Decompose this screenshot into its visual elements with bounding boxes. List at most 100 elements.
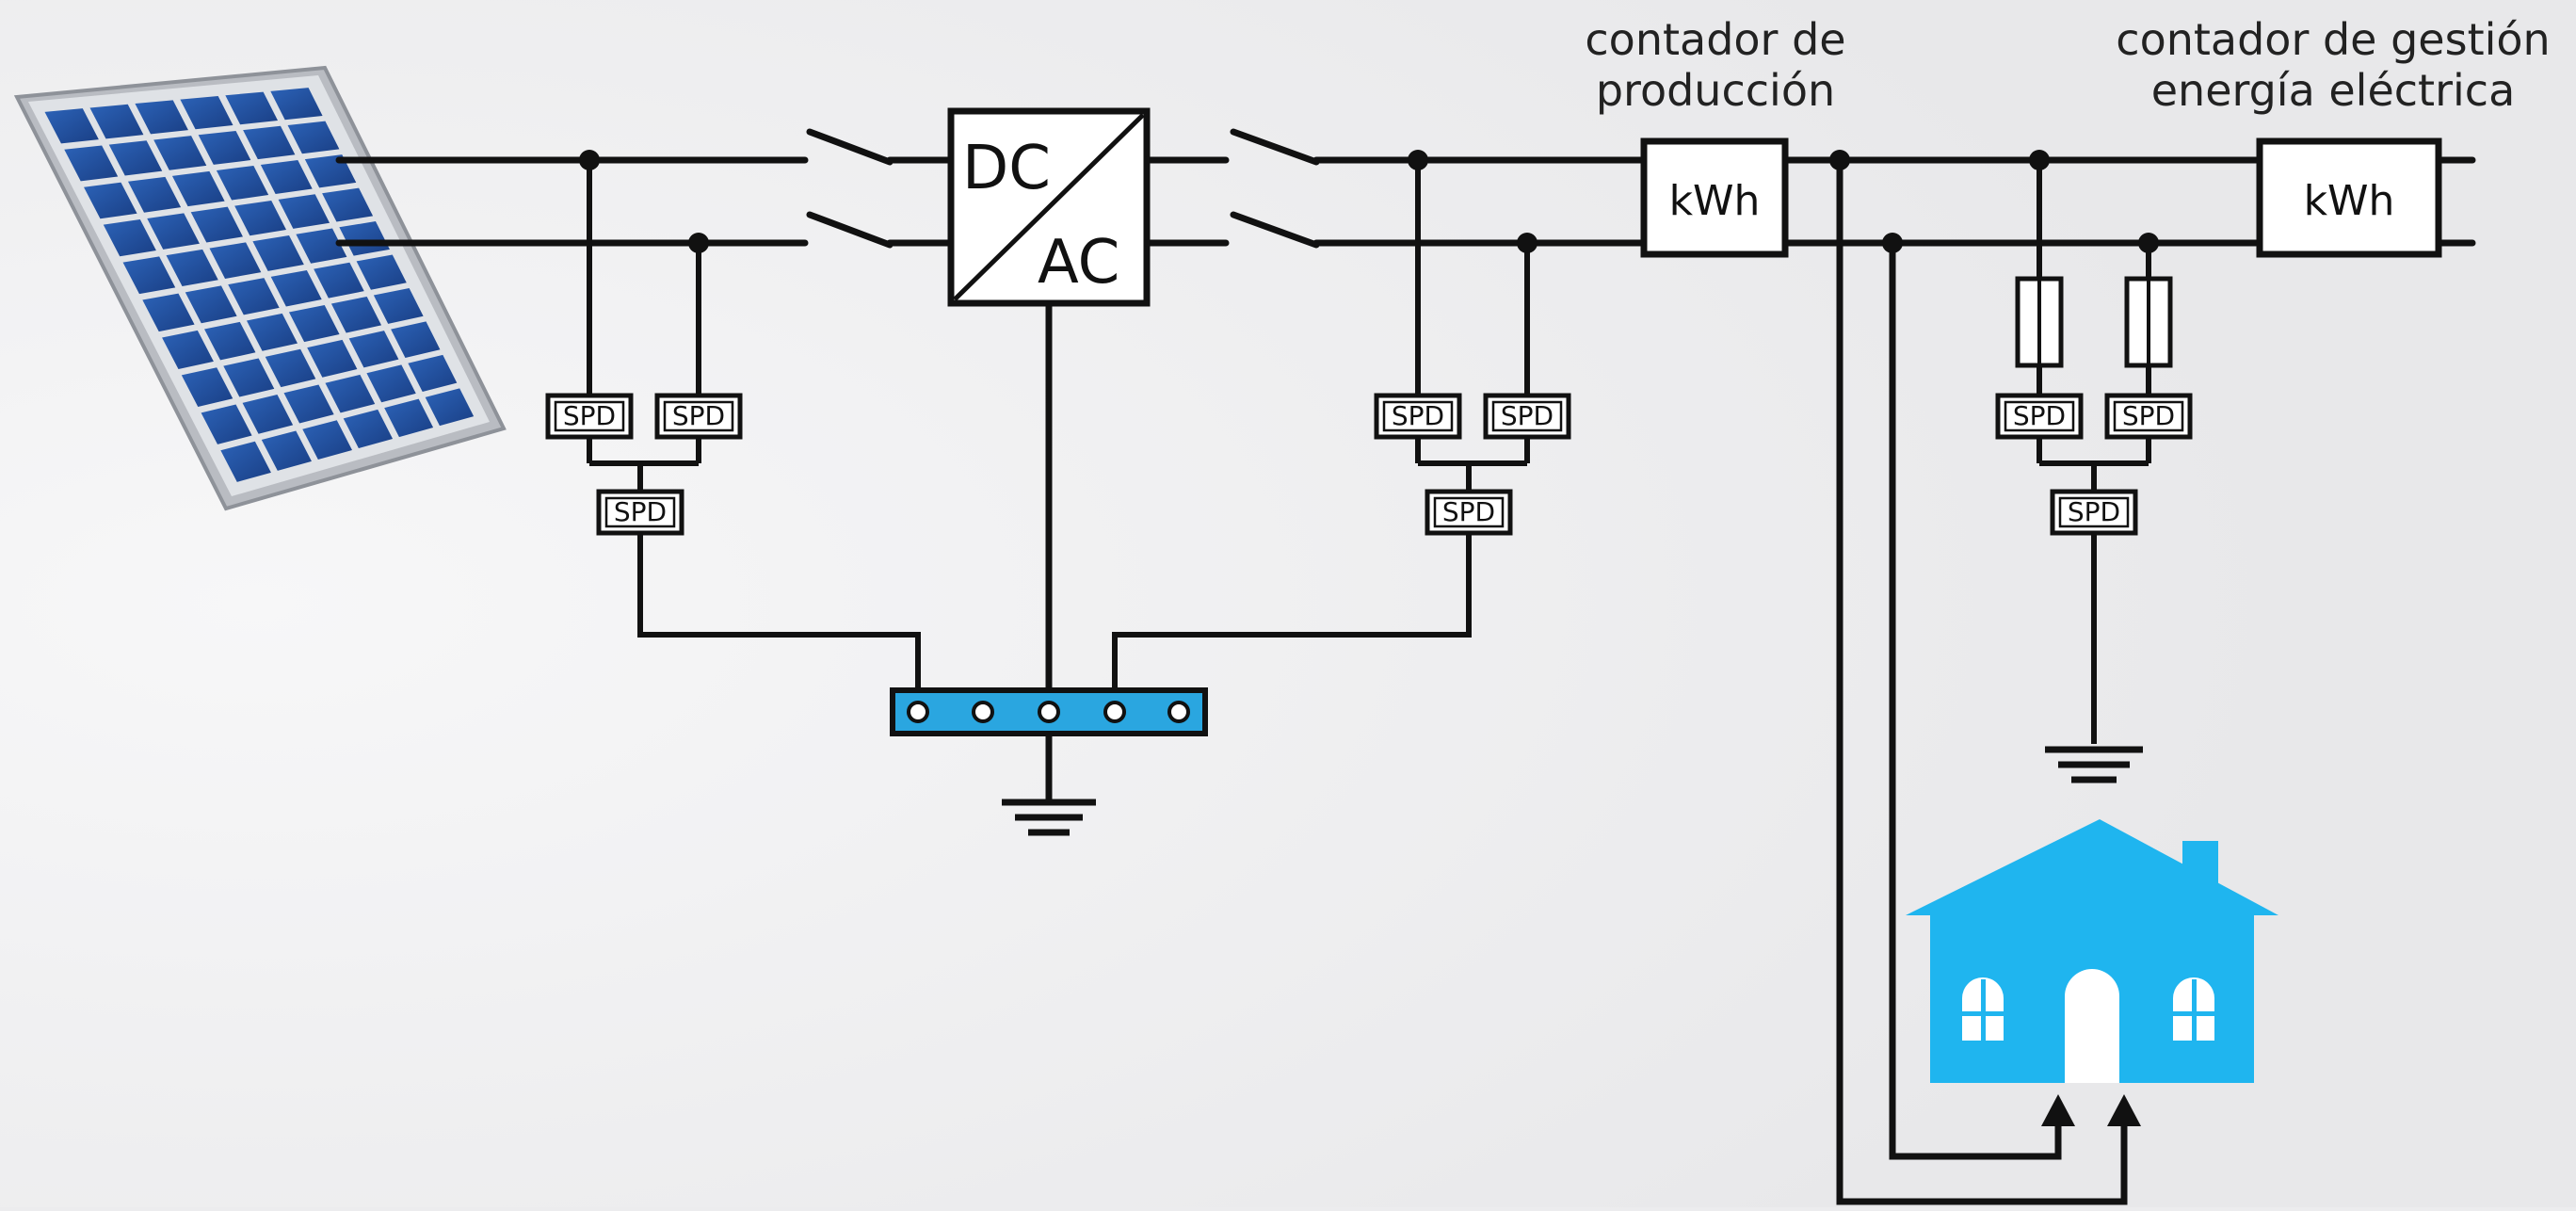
management-meter-kwh: kWh: [2304, 177, 2395, 225]
spd-label: SPD: [1442, 496, 1495, 527]
spd-label: SPD: [1392, 400, 1444, 431]
solar-cell: [270, 88, 323, 121]
fuse-icon: [2015, 276, 2064, 368]
solar-cell: [356, 254, 407, 290]
ground-symbol-icon: [2045, 746, 2143, 783]
solar-cell: [339, 221, 390, 256]
solar-cell: [265, 348, 316, 388]
ac-wiring: [1143, 128, 2476, 249]
dc-junction-node: [579, 150, 600, 170]
solar-cell: [142, 293, 195, 332]
solar-cell: [243, 125, 296, 160]
spd-box: SPD: [654, 393, 743, 440]
ground-symbol-icon: [1002, 799, 1096, 836]
spd-label: SPD: [2013, 400, 2066, 431]
house-icon: [1906, 819, 2278, 1083]
solar-panel-icon: [13, 65, 507, 511]
dc-wiring: [335, 128, 955, 249]
solar-cell: [171, 170, 225, 207]
arrow-up-icon: [2041, 1094, 2141, 1126]
spd-box: SPD: [1483, 393, 1571, 440]
spd-label: SPD: [2068, 496, 2120, 527]
solar-cell: [314, 262, 364, 299]
inverter-ac-label: AC: [1038, 228, 1119, 298]
spd-box: SPD: [1374, 393, 1462, 440]
solar-cell: [216, 165, 269, 201]
solar-cell: [343, 409, 394, 449]
solar-cell: [302, 420, 353, 460]
ground-bar: [890, 687, 1208, 736]
production-meter: kWh: [1640, 137, 1789, 258]
spd-label: SPD: [563, 400, 616, 431]
solar-cell: [234, 200, 287, 236]
dc-junction-node: [688, 233, 709, 253]
fuse-icon: [2124, 276, 2173, 368]
solar-cell: [260, 160, 313, 194]
management-meter-label-line1: contador de gestión: [2116, 14, 2550, 65]
spd-label: SPD: [1501, 400, 1554, 431]
solar-cell: [181, 367, 233, 407]
house-feed-wiring: [1836, 160, 2128, 1205]
solar-cell: [330, 296, 382, 333]
solar-cell: [190, 206, 243, 243]
solar-cell: [223, 358, 275, 397]
production-meter-kwh: kWh: [1669, 177, 1761, 225]
production-meter-label-line1: contador de: [1585, 14, 1845, 65]
solar-cell: [198, 130, 251, 165]
solar-cell: [242, 394, 294, 434]
solar-cell: [228, 278, 280, 315]
inverter-dc-label: DC: [962, 134, 1051, 203]
spd-box: SPD: [596, 489, 684, 536]
spd-label: SPD: [614, 496, 667, 527]
solar-cell: [270, 269, 322, 307]
solar-cell: [153, 136, 207, 170]
solar-cell: [225, 91, 279, 125]
solar-cell: [373, 287, 424, 324]
solar-cell: [348, 331, 399, 368]
spd-box: SPD: [1425, 489, 1513, 536]
solar-cell: [84, 182, 137, 219]
management-meter-label-line2: energía eléctrica: [2151, 65, 2516, 116]
solar-cell: [307, 339, 358, 378]
solar-cell: [252, 234, 304, 271]
solar-cell: [180, 95, 233, 130]
solar-cell: [204, 321, 256, 361]
solar-cell: [391, 321, 441, 358]
spd-box: SPD: [545, 393, 634, 440]
spd-label: SPD: [2122, 400, 2175, 431]
solar-cell: [64, 145, 119, 182]
production-meter-label-line2: producción: [1596, 65, 1835, 116]
solar-cell: [209, 242, 262, 279]
solar-cell: [108, 140, 163, 176]
solar-cell: [366, 364, 416, 403]
solar-cell: [384, 398, 434, 438]
solar-cell: [296, 228, 347, 264]
solar-cell: [283, 384, 334, 424]
solar-cell: [147, 213, 200, 250]
spd-box: SPD: [2050, 489, 2138, 536]
ac-junction-node: [1517, 233, 1538, 253]
solar-cell: [185, 285, 237, 324]
solar-cell: [201, 404, 252, 444]
solar-cell: [127, 176, 182, 213]
solar-cell: [135, 100, 188, 135]
inverter: DC AC: [947, 107, 1151, 307]
solar-cell: [425, 388, 475, 427]
solar-cell: [103, 219, 156, 257]
solar-cell: [288, 304, 340, 343]
spd-ground-wire: [637, 533, 921, 697]
solar-cell: [166, 249, 218, 287]
solar-cell: [246, 313, 298, 351]
solar-cell: [44, 108, 99, 144]
ac-junction-node: [1408, 150, 1428, 170]
spd-box: SPD: [2104, 393, 2193, 440]
solar-cell: [325, 374, 376, 413]
solar-cell: [322, 187, 374, 222]
solar-cell: [261, 430, 312, 471]
solar-cell: [89, 104, 144, 139]
solar-cell: [287, 121, 340, 154]
solar-cell: [122, 256, 176, 295]
spd-label: SPD: [672, 400, 725, 431]
solar-cell: [408, 354, 458, 393]
